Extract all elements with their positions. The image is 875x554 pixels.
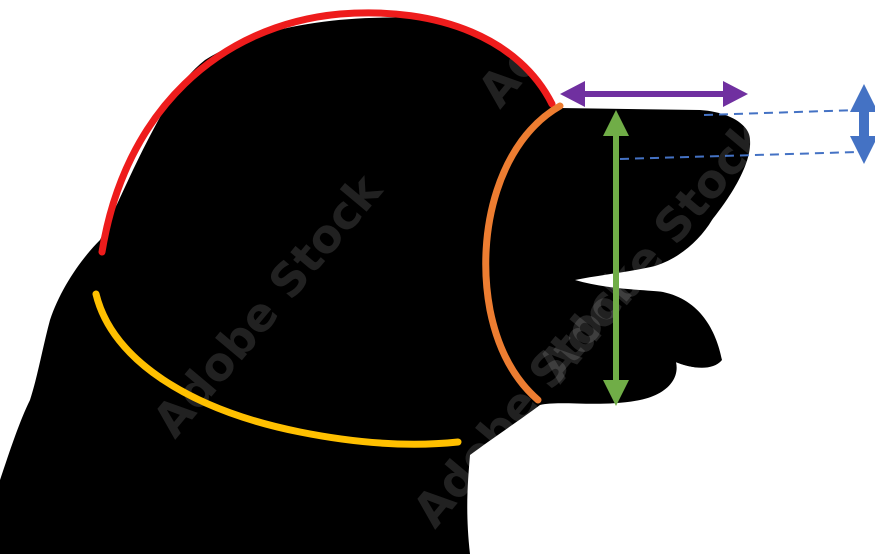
muzzle-length-arrow-icon bbox=[560, 81, 748, 107]
watermark-text-4: Adobe Stock bbox=[467, 0, 718, 117]
